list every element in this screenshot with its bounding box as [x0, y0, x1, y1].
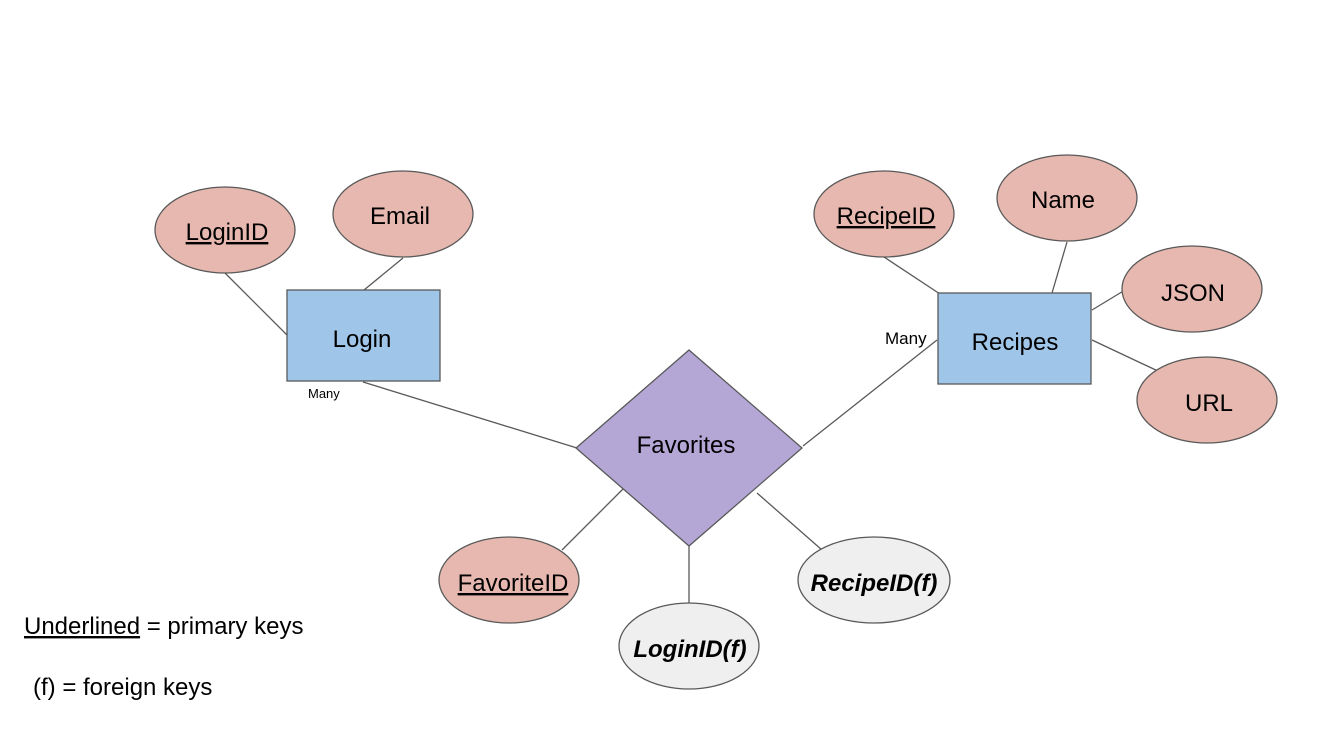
attribute-fk-recipe-id-label: RecipeID(f)	[811, 570, 938, 597]
attribute-ellipse	[154, 186, 296, 274]
entity-recipes: Recipes	[937, 292, 1092, 385]
relationship-diamond	[575, 349, 803, 547]
attribute-ellipse	[438, 536, 580, 624]
legend-primary-keys: Underlined = primary keys	[24, 613, 303, 640]
attribute-recipe-id: RecipeID	[813, 170, 955, 258]
attribute-ellipse	[813, 170, 955, 258]
connector-login-favorites	[362, 381, 578, 449]
connector-recipes-favorites	[802, 339, 938, 447]
connectors	[224, 241, 1161, 603]
entity-recipes-label: Recipes	[972, 329, 1059, 356]
connector-loginid-login	[224, 272, 288, 336]
attribute-ellipse	[797, 536, 951, 624]
connector-recipeid-recipes	[883, 256, 941, 295]
relationship-favorites: Favorites	[575, 349, 803, 547]
cardinality-login-label: Many	[308, 386, 340, 401]
entity-login: Login	[286, 289, 441, 382]
attribute-fk-login-id-label: LoginID(f)	[633, 636, 746, 663]
connector-fk-recipeid-favorites	[756, 492, 823, 551]
legend-primary-suffix: = primary keys	[140, 613, 303, 640]
attribute-favorite-id: FavoriteID	[438, 536, 580, 624]
attribute-ellipse	[996, 154, 1138, 242]
attribute-fk-login-id: LoginID(f)	[618, 602, 760, 690]
attribute-ellipse	[332, 170, 474, 258]
relationship-favorites-label: Favorites	[637, 432, 736, 459]
attribute-email: Email	[332, 170, 474, 258]
attribute-login-id: LoginID	[154, 186, 296, 274]
attribute-ellipse	[1136, 356, 1278, 444]
attribute-login-id-label: LoginID	[186, 219, 269, 246]
attribute-ellipse	[618, 602, 760, 690]
connector-favoriteid-favorites	[561, 488, 624, 551]
connector-name-recipes	[1051, 241, 1068, 294]
entity-recipes-box	[937, 292, 1092, 385]
legend-underlined-word: Underlined	[24, 613, 140, 640]
attribute-json-label: JSON	[1161, 280, 1225, 307]
attribute-name: Name	[996, 154, 1138, 242]
connector-url-recipes	[1091, 339, 1161, 373]
legend: Underlined = primary keys (f) = foreign …	[24, 613, 303, 701]
entity-login-label: Login	[333, 326, 392, 353]
legend-foreign-keys: (f) = foreign keys	[33, 674, 212, 701]
attribute-url-label: URL	[1185, 390, 1233, 417]
cardinality-recipes-label: Many	[885, 329, 927, 348]
attribute-recipe-id-label: RecipeID	[837, 203, 936, 230]
attribute-json: JSON	[1121, 245, 1263, 333]
attribute-name-label: Name	[1031, 187, 1095, 214]
attribute-url: URL	[1136, 356, 1278, 444]
attribute-ellipse	[1121, 245, 1263, 333]
attribute-favorite-id-label: FavoriteID	[458, 570, 569, 597]
connector-email-login	[363, 257, 404, 291]
attribute-email-label: Email	[370, 203, 430, 230]
entity-login-box	[286, 289, 441, 382]
attribute-fk-recipe-id: RecipeID(f)	[797, 536, 951, 624]
connector-json-recipes	[1091, 289, 1126, 311]
